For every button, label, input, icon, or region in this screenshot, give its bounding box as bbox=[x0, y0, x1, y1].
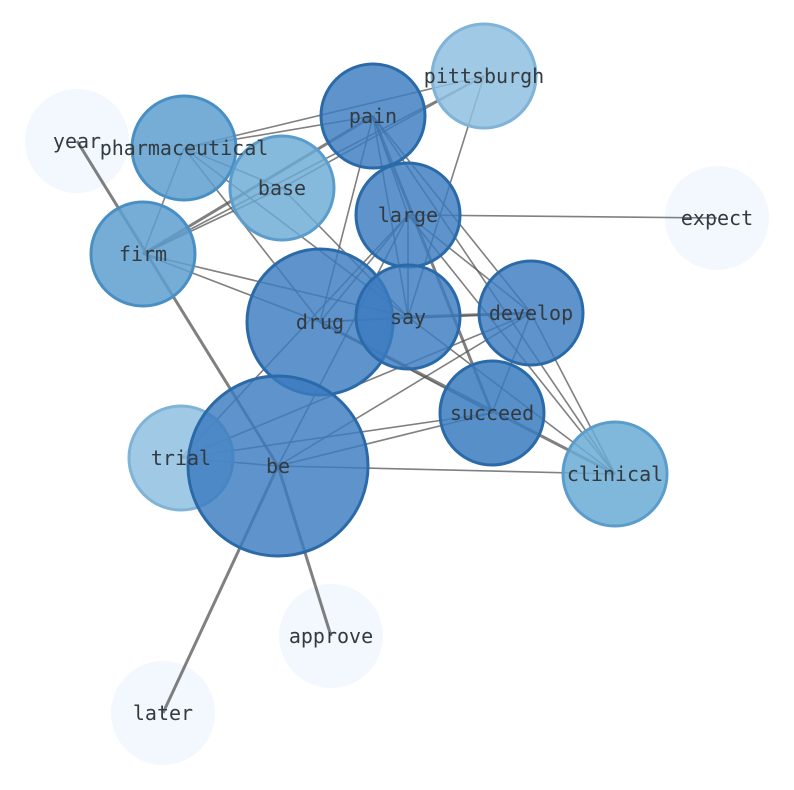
node-label-pittsburgh: pittsburgh bbox=[424, 64, 544, 88]
node-pain[interactable] bbox=[319, 62, 427, 170]
node-base[interactable] bbox=[228, 134, 336, 242]
node-say[interactable] bbox=[354, 263, 462, 371]
node-firm[interactable] bbox=[89, 200, 197, 308]
node-label-firm: firm bbox=[119, 242, 167, 266]
node-label-expect: expect bbox=[681, 206, 753, 230]
node-label-succeed: succeed bbox=[450, 401, 534, 425]
node-be[interactable] bbox=[186, 374, 370, 558]
node-label-pain: pain bbox=[349, 104, 397, 128]
node-succeed[interactable] bbox=[438, 359, 546, 467]
nodes-layer bbox=[89, 22, 669, 558]
node-label-later: later bbox=[133, 701, 193, 725]
node-label-approve: approve bbox=[289, 624, 373, 648]
node-label-drug: drug bbox=[296, 310, 344, 334]
node-pharmaceutical[interactable] bbox=[130, 94, 238, 202]
node-label-base: base bbox=[258, 176, 306, 200]
node-label-trial: trial bbox=[151, 446, 211, 470]
node-develop[interactable] bbox=[477, 259, 585, 367]
node-label-large: large bbox=[378, 203, 438, 227]
node-label-say: say bbox=[390, 305, 426, 329]
node-label-year: year bbox=[53, 129, 101, 153]
node-label-be: be bbox=[266, 454, 290, 478]
node-label-clinical: clinical bbox=[567, 462, 663, 486]
node-label-pharmaceutical: pharmaceutical bbox=[100, 136, 269, 160]
node-pittsburgh[interactable] bbox=[430, 22, 538, 130]
node-label-develop: develop bbox=[489, 301, 573, 325]
node-clinical[interactable] bbox=[561, 420, 669, 528]
